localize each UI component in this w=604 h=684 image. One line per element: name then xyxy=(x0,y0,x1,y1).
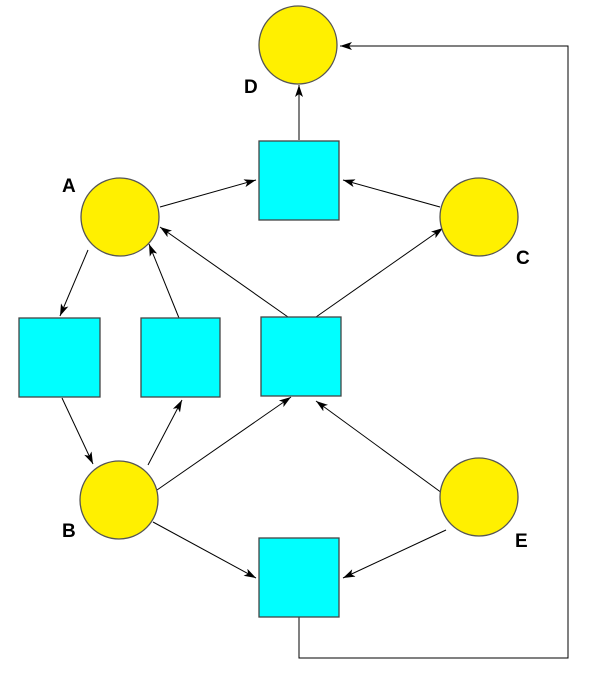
arcs xyxy=(59,42,569,659)
label-a: A xyxy=(62,176,76,197)
arc-b-to-bottom-transition xyxy=(152,521,257,579)
arc-b-to-mid-left-transition xyxy=(147,399,183,466)
arc-left-transition-to-b xyxy=(61,397,94,465)
transition-top xyxy=(258,140,340,221)
place-a xyxy=(80,177,160,257)
place-c xyxy=(439,177,519,257)
transition-mid-left xyxy=(140,317,221,398)
arc-a-to-left-transition xyxy=(59,249,89,317)
transition-left xyxy=(18,317,101,398)
arc-e-to-bottom-transition xyxy=(342,529,447,579)
arc-center-transition-to-c xyxy=(315,227,444,318)
arc-mid-left-transition-to-a xyxy=(148,243,180,319)
transition-bottom xyxy=(258,537,340,618)
transitions xyxy=(18,140,342,618)
places xyxy=(79,5,519,540)
place-e xyxy=(439,457,519,537)
transition-center xyxy=(260,316,342,397)
place-b xyxy=(79,460,159,540)
label-e: E xyxy=(515,531,528,552)
arc-center-transition-to-a xyxy=(159,226,289,318)
arc-a-to-top-transition xyxy=(159,179,257,208)
arc-e-to-center-transition xyxy=(315,400,443,494)
arc-c-to-top-transition xyxy=(342,179,441,208)
labels: D A C B E xyxy=(62,77,530,552)
place-d xyxy=(258,5,338,85)
label-c: C xyxy=(516,248,530,269)
label-b: B xyxy=(62,521,76,542)
arc-b-to-center-transition xyxy=(156,396,292,491)
arc-bottom-transition-to-d xyxy=(298,42,569,659)
label-d: D xyxy=(244,77,258,98)
